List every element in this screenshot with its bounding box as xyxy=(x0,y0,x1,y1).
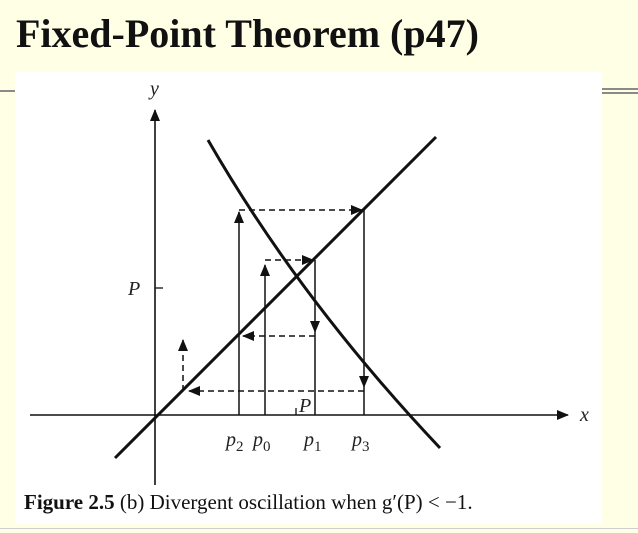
figure-panel xyxy=(15,72,602,524)
caption-figure-label: Figure 2.5 xyxy=(24,490,115,514)
caption-text: (b) Divergent oscillation when g′(P) < −… xyxy=(119,490,473,514)
title-rule-right xyxy=(600,88,638,94)
figure-caption: Figure 2.5 (b) Divergent oscillation whe… xyxy=(24,490,473,515)
g-curve xyxy=(206,139,442,450)
identity-line xyxy=(113,135,438,460)
y-tick-label-p: P xyxy=(127,278,140,300)
label-p0: p0 xyxy=(251,429,271,455)
y-axis-label: y xyxy=(148,78,159,100)
label-p1: p1 xyxy=(302,429,322,455)
x-fixed-label-p: P xyxy=(298,395,311,417)
x-axis-label: x xyxy=(579,404,589,426)
bottom-divider xyxy=(0,528,638,529)
label-p2: p2 xyxy=(224,429,244,455)
title-rule-left xyxy=(0,90,24,92)
x-point-labels: p2 p0 p1 p3 xyxy=(224,429,370,455)
label-p3: p3 xyxy=(350,429,370,455)
slide-title: Fixed-Point Theorem (p47) xyxy=(16,11,479,56)
